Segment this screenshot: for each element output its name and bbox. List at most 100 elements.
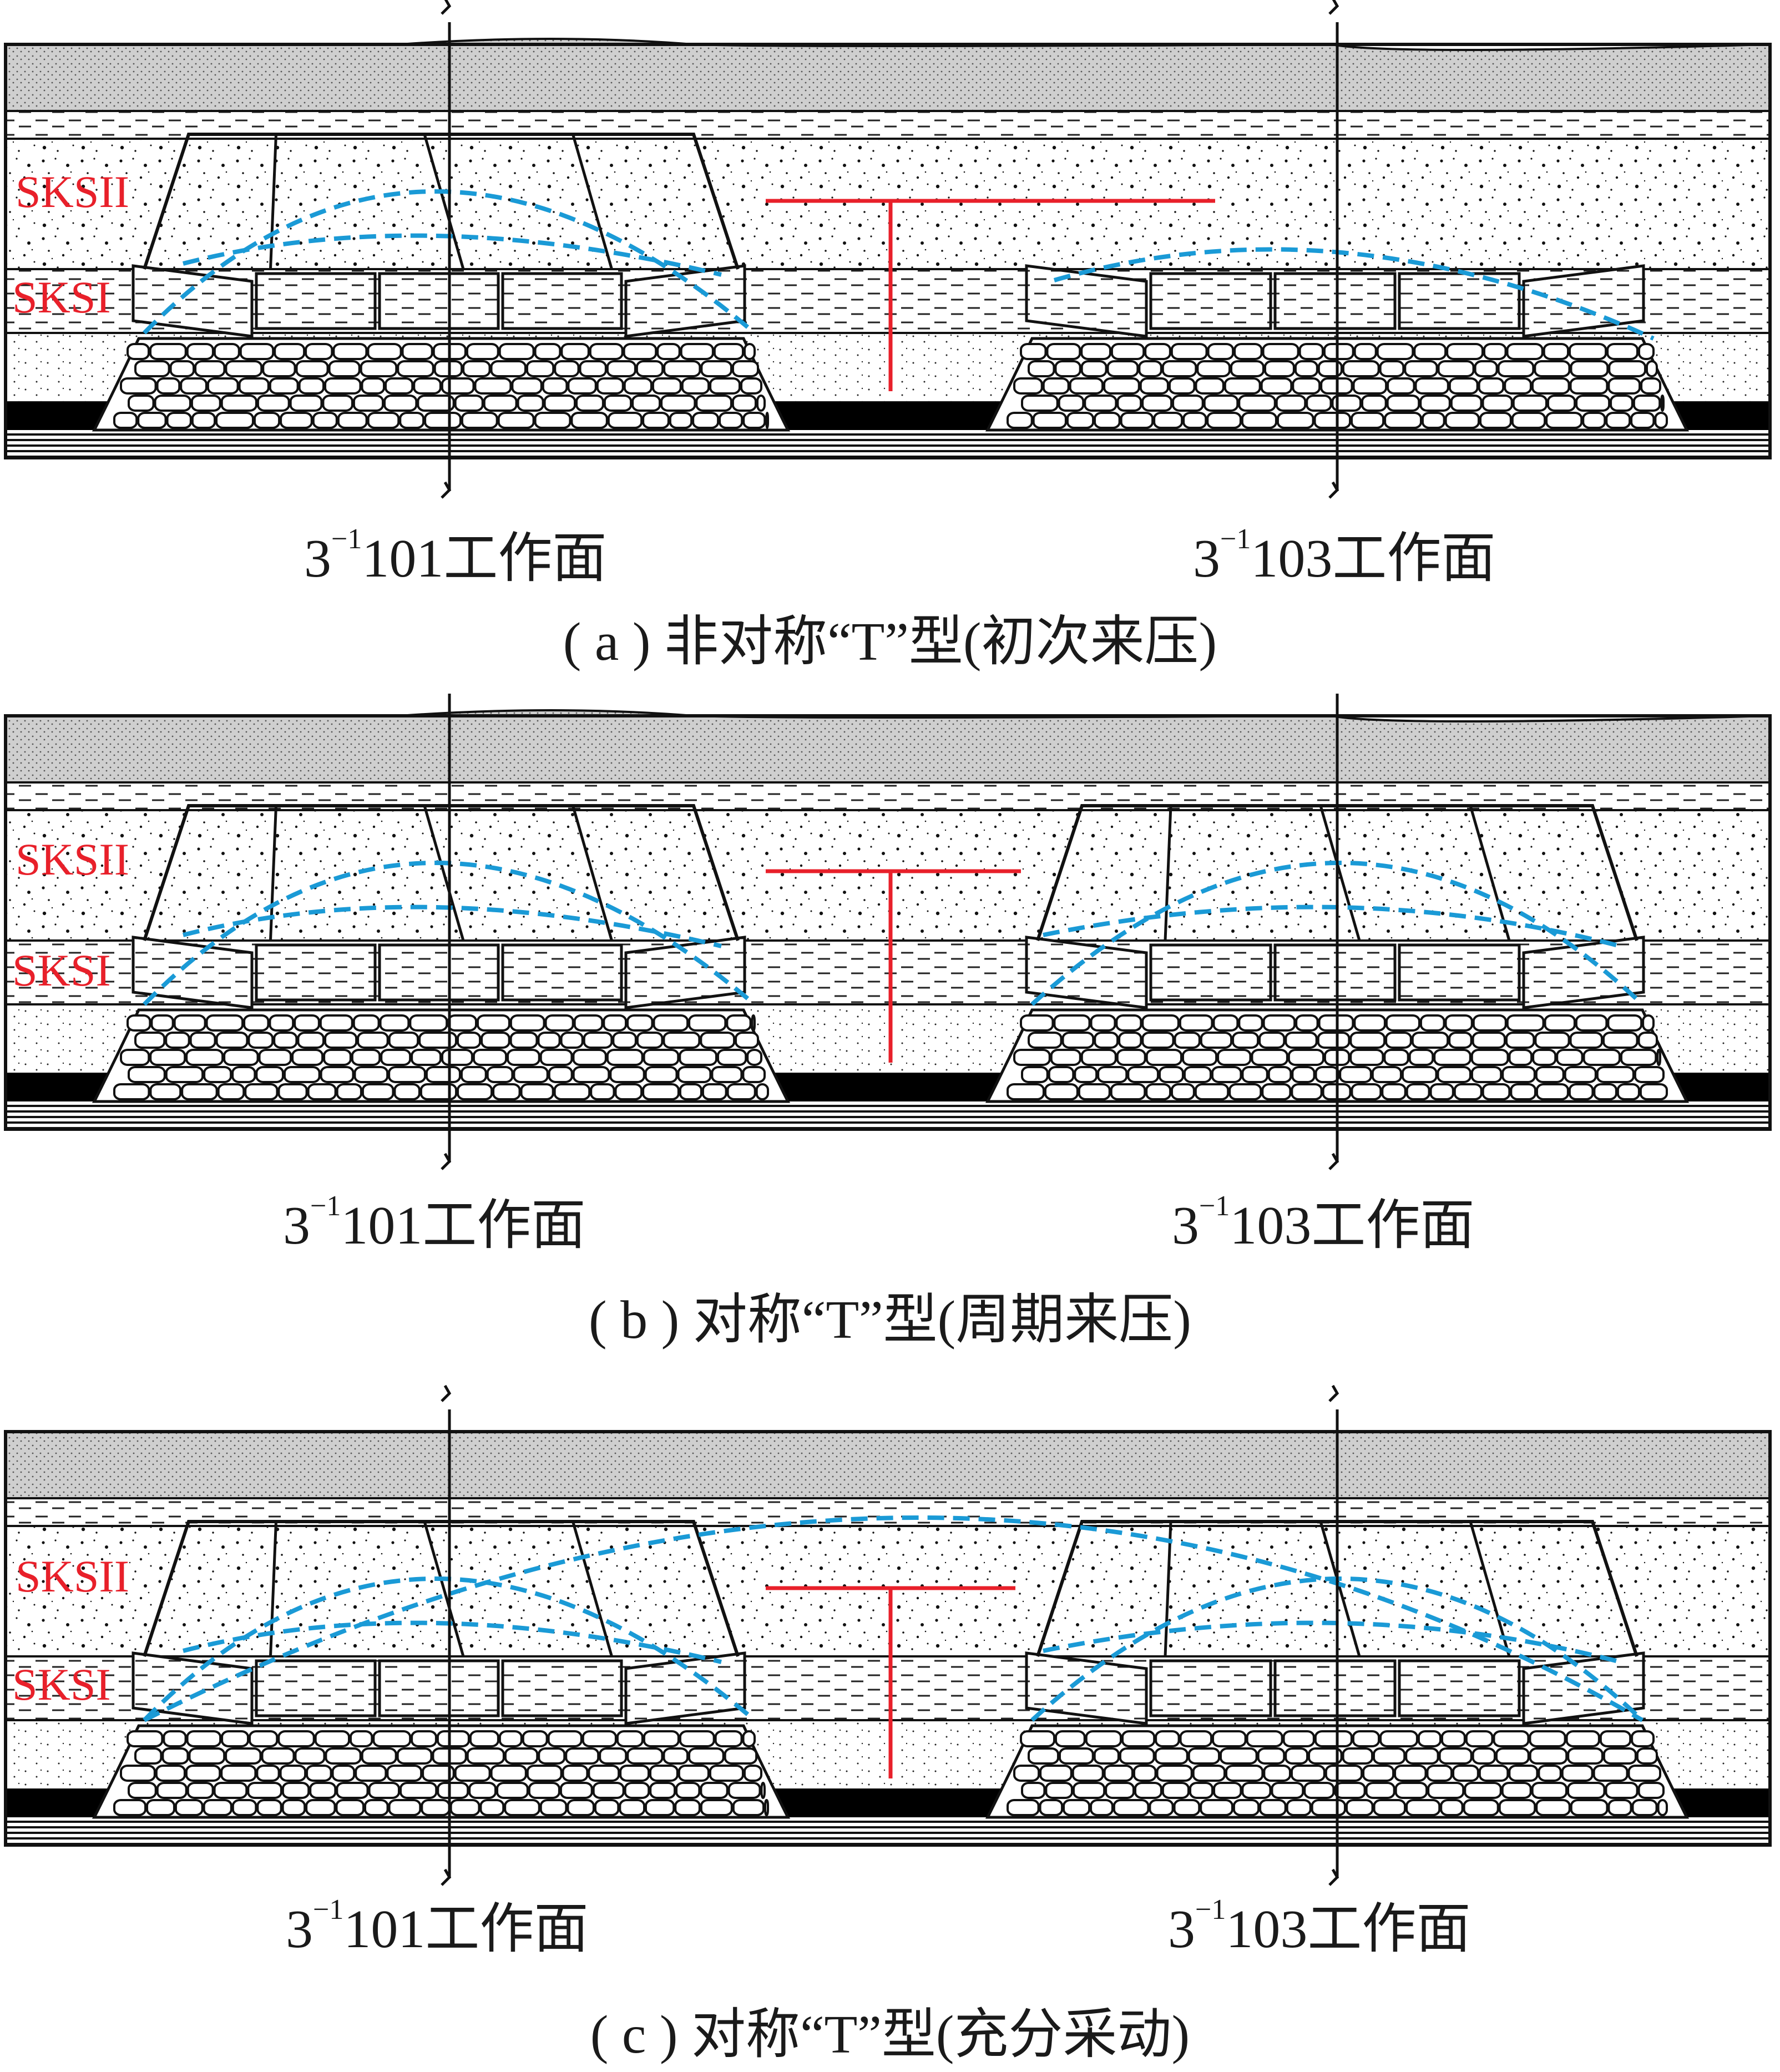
rubble-block <box>1567 1747 1604 1765</box>
rubble-block <box>1287 1049 1324 1066</box>
rubble-block <box>1582 1049 1621 1066</box>
rubble-block <box>1575 1014 1608 1032</box>
rubble-block <box>156 377 181 395</box>
rubble-block <box>336 1083 362 1100</box>
panel-b: SKSII SKSI 3−1101工作面 3−1103工作面 ( b ) 对称“… <box>0 688 1780 1365</box>
rubble-block <box>631 395 661 412</box>
rubble-block <box>716 1049 747 1066</box>
rubble-block <box>261 1747 295 1765</box>
rubble-block <box>361 1747 397 1765</box>
rubble-block <box>1233 343 1263 360</box>
rubble-block <box>1645 360 1658 377</box>
rubble-block <box>651 377 682 395</box>
rubble-block <box>1134 1782 1162 1799</box>
rubble-block <box>567 1799 595 1816</box>
rubble-block <box>1642 1014 1655 1032</box>
rubble-block <box>742 1730 756 1747</box>
rubble-block <box>588 1765 620 1782</box>
rubble-block <box>636 1032 664 1049</box>
rubble-block <box>1472 1014 1507 1032</box>
rubble-block <box>599 1747 628 1765</box>
rubble-block <box>351 1049 381 1066</box>
rubble-block <box>1452 1765 1479 1782</box>
rubble-block <box>746 1049 763 1066</box>
rubble-block <box>305 1799 336 1816</box>
rubble-block <box>1058 1747 1094 1765</box>
rubble-block <box>174 1799 204 1816</box>
rubble-block <box>522 1730 548 1747</box>
face-label-101: 3−1101工作面 <box>286 1894 589 1959</box>
rubble-block <box>1314 1066 1340 1083</box>
rubble-block <box>520 1083 554 1100</box>
rubble-block <box>1039 1765 1073 1782</box>
rubble-block <box>756 395 766 412</box>
rubble-block <box>619 1799 646 1816</box>
rubble-block <box>331 1765 356 1782</box>
rubble-block <box>328 360 361 377</box>
rubble-block <box>220 1765 257 1782</box>
rubble-block <box>1419 1014 1445 1032</box>
rubble-block <box>1257 1747 1286 1765</box>
rubble-block <box>1154 1747 1189 1765</box>
rubble-block <box>1069 377 1104 395</box>
rubble-block <box>573 1014 604 1032</box>
rubble-block <box>256 395 290 412</box>
rubble-block <box>547 1730 583 1747</box>
rubble-block <box>1385 1032 1412 1049</box>
rubble-block <box>1438 1747 1473 1765</box>
rubble-block <box>572 1066 610 1083</box>
rubble-block <box>624 1782 650 1799</box>
rubble-block <box>1203 395 1239 412</box>
rubble-block <box>726 1083 756 1100</box>
rubble-block <box>1080 1049 1117 1066</box>
rubble-block <box>643 1049 680 1066</box>
rubble-block <box>509 1032 538 1049</box>
rubble-block <box>1141 1014 1180 1032</box>
rubble-block <box>1535 1066 1565 1083</box>
rubble-block <box>1440 1730 1466 1747</box>
rubble-block <box>1276 412 1314 429</box>
rubble-block <box>1334 1782 1366 1799</box>
rubble-block <box>1241 1066 1268 1083</box>
rubble-block <box>538 1747 566 1765</box>
rubble-block <box>1510 1083 1536 1100</box>
rubble-block <box>1417 1730 1442 1747</box>
rubble-block <box>1569 377 1609 395</box>
rubble-block <box>1471 1747 1496 1765</box>
rubble-block <box>1200 1799 1233 1816</box>
fracture-line <box>1469 1521 1511 1657</box>
rubble-block <box>1241 1782 1272 1799</box>
rubble-block <box>165 1032 190 1049</box>
face-label-103: 3−1103工作面 <box>1193 523 1496 589</box>
rubble-block <box>509 1014 545 1032</box>
rubble-block <box>612 1032 637 1049</box>
rubble-block <box>1534 360 1571 377</box>
rubble-block <box>1345 1799 1374 1816</box>
rubble-block <box>1110 1083 1146 1100</box>
rubble-block <box>1414 377 1449 395</box>
rubble-block <box>469 1730 499 1747</box>
rubble-block <box>544 1014 574 1032</box>
rubble-block <box>486 1066 514 1083</box>
rubble-block <box>1538 1765 1562 1782</box>
break-mark <box>1328 481 1339 499</box>
goaf-zone <box>92 936 791 1103</box>
frame <box>4 43 1772 459</box>
panel-c: SKSII SKSI 3−1101工作面 3−1103工作面 ( c ) 对称“… <box>0 1382 1780 2070</box>
fracture-line <box>572 134 613 270</box>
rubble-block <box>1419 395 1451 412</box>
rubble-block <box>1090 1014 1116 1032</box>
fracture-line <box>423 134 465 270</box>
rubble-block <box>205 1014 244 1032</box>
rubble-block <box>1182 412 1207 429</box>
rubble-block <box>609 1066 645 1083</box>
rubble-block <box>679 1730 715 1747</box>
rubble-block <box>441 1049 473 1066</box>
rubble-block <box>128 395 155 412</box>
rubble-block <box>249 1730 279 1747</box>
broken-block <box>255 943 377 1002</box>
rubble-block <box>425 1066 461 1083</box>
rubble-block <box>1058 395 1085 412</box>
rubble-block <box>1063 1799 1091 1816</box>
rubble-block <box>1394 1782 1428 1799</box>
